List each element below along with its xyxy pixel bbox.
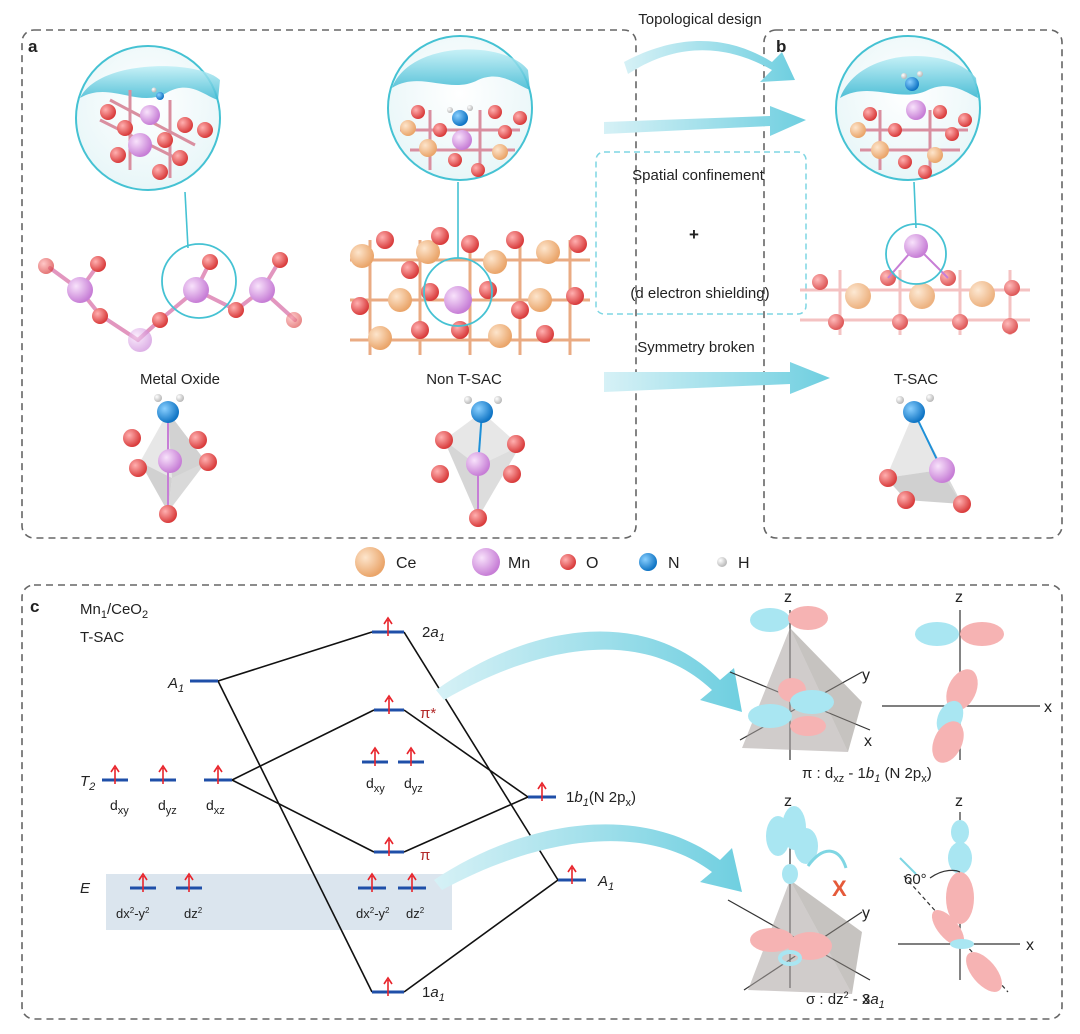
center-1a1-level [372,976,404,996]
left-E-levels [130,872,202,892]
non-tsac-label: Non T-SAC [426,371,502,388]
pi-orbital-projection [882,610,1040,763]
metal-oxide-bubble [75,45,221,191]
center-dxy-label: dxy [366,775,385,795]
plus-sign: + [689,225,699,244]
pi-orbital-tetrahedron [729,606,871,760]
sigma-axis-x: x [862,991,870,1008]
pi-orbital-caption: π : dxz - 1b1 (N 2px) [802,765,932,785]
center-dyz-label: dyz [404,775,423,795]
non-tsac-octahedron [431,396,525,527]
right-A1-label: A1 [597,873,614,893]
legend-n-swatch [639,553,657,571]
non-tsac-bubble [387,35,533,181]
metal-oxide-zoom-line [184,191,189,249]
e-to-orbital-arrow [434,824,742,892]
left-E-label: E [80,880,91,897]
legend-o-label: O [586,555,598,572]
spatial-confinement-label: Spatial confinement [632,167,765,184]
pi-proj-axis-x: x [1044,699,1052,716]
sigma-orbital-tetrahedron [727,806,871,994]
left-dyz-label: dyz [158,797,177,817]
panel-a-label: a [28,37,38,56]
left-T2-levels [102,764,232,784]
right-A1-level [558,864,586,884]
panel-c-label: c [30,597,39,616]
tsac-lattice [800,270,1030,335]
pi-axis-y: y [862,667,870,684]
metal-oxide-label: Metal Oxide [140,371,220,388]
legend-o-swatch [560,554,576,570]
system-formula: Mn1/CeO2 [80,601,148,621]
left-A1-label: A1 [167,675,184,695]
center-2a1-label: 2a1 [422,624,445,644]
tsac-mn-atom [904,234,928,258]
non-tsac-lattice [350,227,590,355]
panel-a-border [21,29,637,539]
center-pistar-level [374,694,404,714]
topological-design-arrow [624,40,795,82]
panel-c-border [21,584,1063,1020]
e-level-highlight [106,874,452,930]
center-pistar-label: π* [420,705,436,722]
tsac-zoom-line [913,181,917,229]
sigma-axis-y: y [862,905,870,922]
sigma-orbital-caption: σ : dz2 - 3a1 [806,990,885,1011]
legend-h-label: H [738,555,750,572]
spatial-confinement-box [595,151,807,315]
center-dx2y2-label: dx2-y2 [356,906,390,921]
left-T2-label: T2 [80,773,95,793]
left-dx2y2-label: dx2-y2 [116,906,150,921]
metal-oxide-chain [38,243,302,352]
symmetry-broken-arrow [604,362,830,394]
legend-ce-label: Ce [396,555,417,572]
tsac-label: T-SAC [894,371,938,388]
d-electron-shielding-label: (d electron shielding) [630,285,769,302]
center-dz2-label: dz2 [406,906,425,921]
center-pi-label: π [420,847,430,864]
sigma-cross-mark: X [832,876,847,901]
right-1b1-level [528,781,556,801]
center-2a1-level [372,616,404,636]
sigma-axis-z: z [784,793,792,810]
left-dz2-label: dz2 [184,906,203,921]
arrow-to-panel-b-top [604,106,806,136]
pi-proj-axis-z: z [955,589,963,606]
system-type: T-SAC [80,629,124,646]
correlation-lines [217,631,559,993]
sigma-proj-axis-x: x [1026,937,1034,954]
left-dxz-label: dxz [206,797,225,817]
center-pi-level [374,836,404,856]
legend-n-label: N [668,555,680,572]
right-1b1-label: 1b1(N 2px) [566,789,636,809]
pi-axis-x: x [864,733,872,750]
left-dxy-label: dxy [110,797,129,817]
atom-legend: Ce Mn O N H [355,547,750,577]
center-1a1-label: 1a1 [422,984,445,1004]
tsac-zoom-ring [885,223,947,285]
sigma-proj-axis-z: z [955,793,963,810]
legend-mn-label: Mn [508,555,530,572]
pi-axis-z: z [784,589,792,606]
tsac-tetrahedron [879,394,971,513]
legend-ce-swatch [355,547,385,577]
legend-mn-swatch [472,548,500,576]
sigma-orbital-projection [898,812,1020,993]
symmetry-broken-label: Symmetry broken [637,339,755,356]
metal-oxide-octahedron [123,394,217,523]
legend-h-swatch [717,557,727,567]
panel-b-border [763,29,1063,539]
sigma-angle-label: 60° [904,871,927,888]
tsac-bubble [835,35,981,181]
center-dxy-dyz-levels [362,746,424,766]
topological-design-label: Topological design [638,11,761,28]
panel-b-label: b [776,37,786,56]
center-e-levels [358,872,426,892]
pistar-to-orbital-arrow [436,631,742,712]
